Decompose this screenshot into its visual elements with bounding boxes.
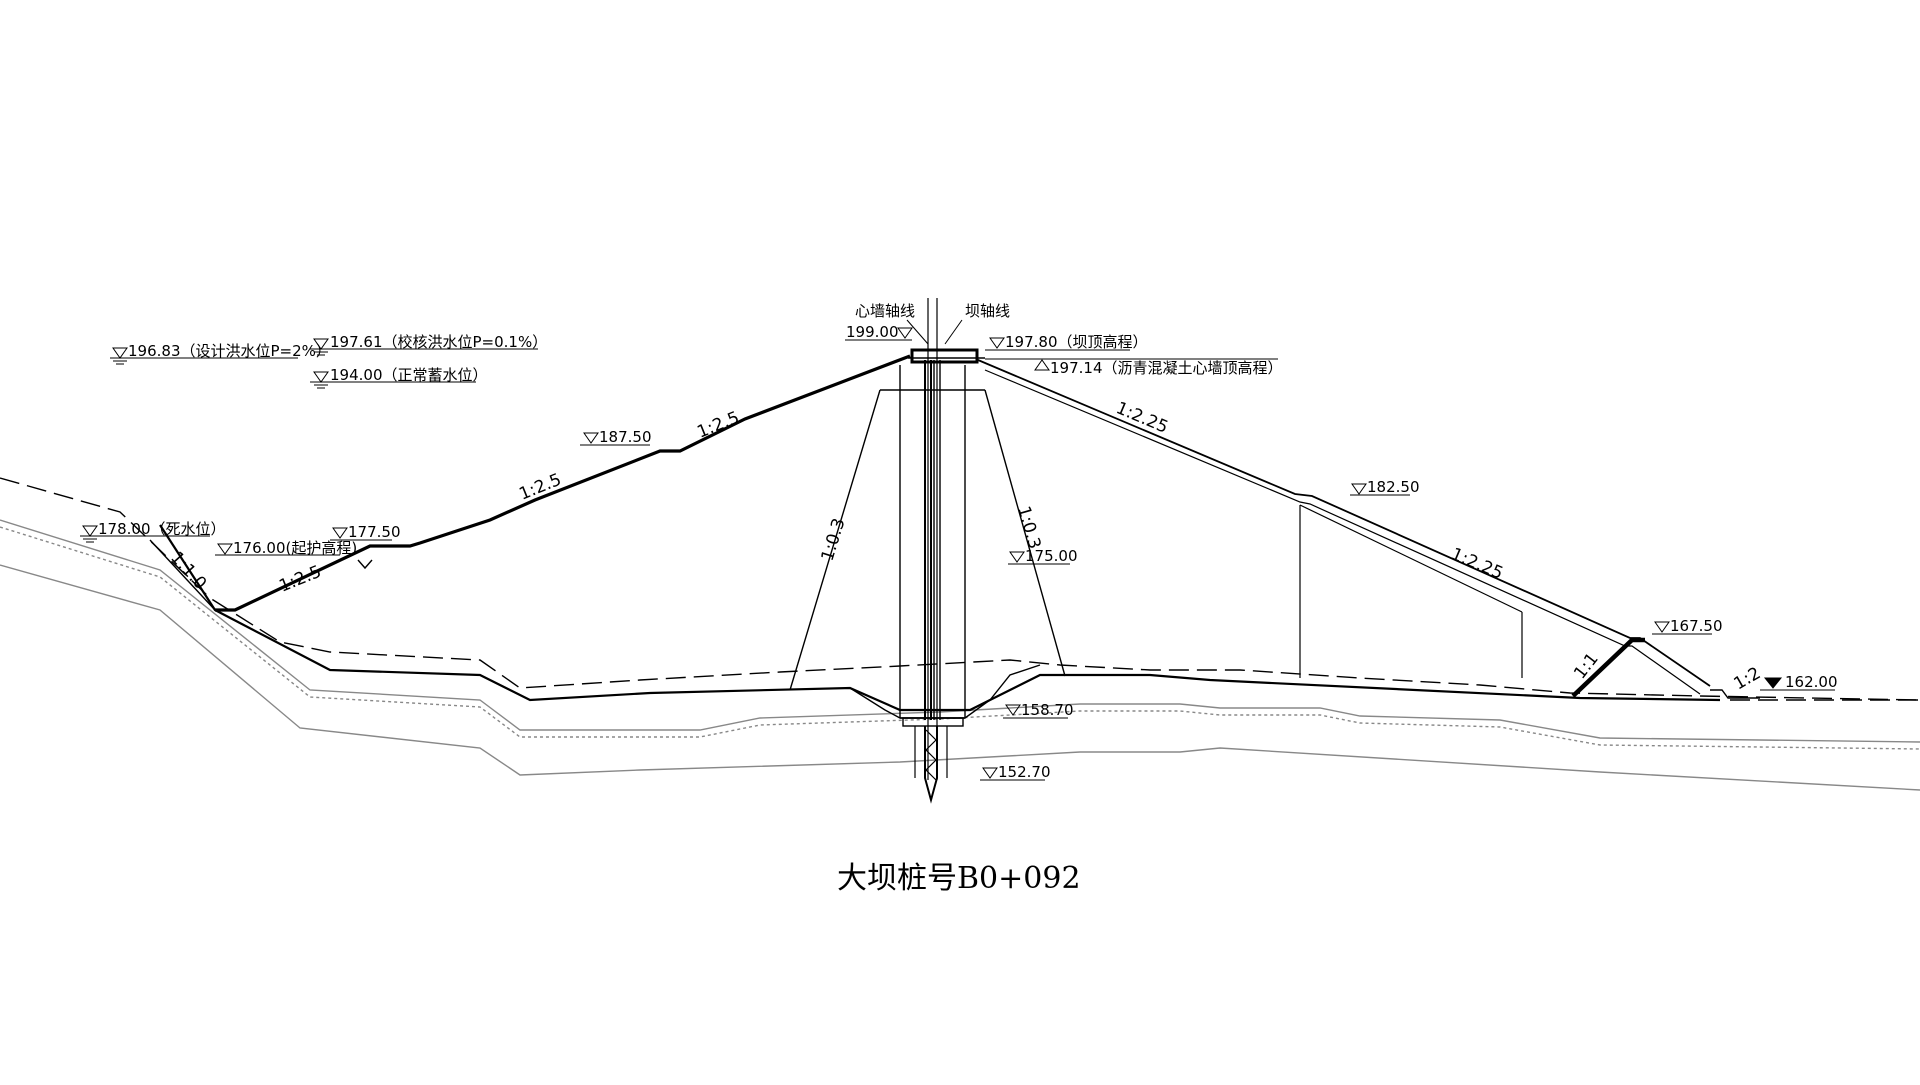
- grout-twist: [925, 729, 937, 781]
- slope-down-lower: 1:2.25: [1448, 544, 1506, 584]
- downstream-slope[interactable]: [977, 359, 1711, 695]
- e162-triangle: [1763, 677, 1783, 689]
- check-flood-triangle: [313, 338, 329, 350]
- grout-curtain: [924, 726, 938, 804]
- foundation-lines: [0, 519, 1920, 791]
- transition-left: [789, 389, 881, 691]
- dead-level-label: 178.00（死水位）: [98, 520, 226, 538]
- ground-line-1: [0, 519, 1920, 743]
- slope-core-right: 1:0.3: [1013, 504, 1044, 551]
- e167-label: 167.50: [1670, 617, 1723, 635]
- axis-labels: 心墙轴线 坝轴线: [855, 302, 1010, 345]
- dam-crest: [908, 348, 985, 364]
- e167-triangle: [1654, 621, 1670, 633]
- e158-label: 158.70: [1021, 701, 1074, 719]
- ground-line-3: [0, 564, 1920, 791]
- slope-toe-right: 1:2: [1731, 663, 1765, 694]
- dead-level-triangle: [82, 525, 98, 537]
- downstream-slope-inner: [984, 369, 1701, 695]
- crest-cap: [910, 348, 979, 364]
- e152-triangle: [982, 767, 998, 779]
- excavation-line: [159, 524, 1721, 712]
- crest-label: 197.80（坝顶高程）: [1005, 333, 1148, 351]
- core-top-label: 197.14（沥青混凝土心墙顶高程）: [1050, 359, 1283, 377]
- berm-notch: [357, 559, 373, 570]
- transition-right: [984, 389, 1066, 677]
- center-axes: [902, 298, 964, 804]
- foundation-flare: [849, 664, 1041, 719]
- slope-up-upper: 1:2.5: [694, 408, 742, 443]
- water-level-markers: [80, 327, 1835, 781]
- e175-label: 175.00: [1025, 547, 1078, 565]
- e187-triangle: [583, 432, 599, 444]
- toe-prism-right: [1710, 689, 1760, 699]
- normal-pool-triangle: [313, 371, 329, 383]
- design-flood-label: 196.83（设计洪水位P=2%）: [128, 342, 331, 360]
- dam-axis-leader: [944, 319, 963, 345]
- check-flood-label: 197.61（校核洪水位P=0.1%）: [330, 333, 547, 351]
- core-axis-leader: [906, 319, 929, 345]
- design-flood-triangle: [112, 347, 128, 359]
- normal-pool-label: 194.00（正常蓄水位）: [330, 366, 488, 384]
- e187-label: 187.50: [599, 428, 652, 446]
- downstream-slope-outer: [977, 359, 1711, 687]
- crest-triangle: [989, 337, 1005, 349]
- toe-prism: [1571, 637, 1920, 701]
- core-transition-zone: [789, 365, 1066, 719]
- slope-up-lower: 1:2.5: [276, 562, 324, 597]
- cutoff-base: [902, 717, 964, 727]
- toe-prism-outline: [1571, 637, 1645, 698]
- upstream-slope[interactable]: [215, 354, 911, 612]
- slope-core-left: 1:0.3: [818, 516, 850, 564]
- slope-up-toe: 1:1.0: [166, 548, 210, 594]
- e162-label: 162.00: [1785, 673, 1838, 691]
- core-top-triangle: [1034, 359, 1050, 371]
- e182-triangle: [1351, 483, 1367, 495]
- drain-slope-line: [1299, 504, 1523, 613]
- protection-start-label: 176.00(起护高程): [233, 539, 357, 557]
- dam-axis-label: 坝轴线: [965, 302, 1010, 320]
- slope-toe-left: 1:1: [1570, 649, 1603, 683]
- e182-label: 182.50: [1367, 478, 1420, 496]
- e152-label: 152.70: [998, 763, 1051, 781]
- elevation-texts: 196.83（设计洪水位P=2%） 197.61（校核洪水位P=0.1%） 19…: [98, 323, 1838, 781]
- e199-triangle: [897, 327, 913, 339]
- e177-label: 177.50: [348, 523, 401, 541]
- e177-triangle: [332, 527, 348, 539]
- e158-triangle: [1005, 704, 1021, 716]
- drawing-caption: 大坝桩号B0+092: [837, 861, 1081, 896]
- core-wall-axis-label: 心墙轴线: [855, 302, 915, 320]
- e175-triangle: [1009, 551, 1025, 563]
- protection-triangle: [217, 543, 233, 555]
- upstream-toe-slope: [149, 539, 216, 611]
- e199-label: 199.00: [846, 323, 899, 341]
- slope-down-upper: 1:2.25: [1113, 398, 1171, 438]
